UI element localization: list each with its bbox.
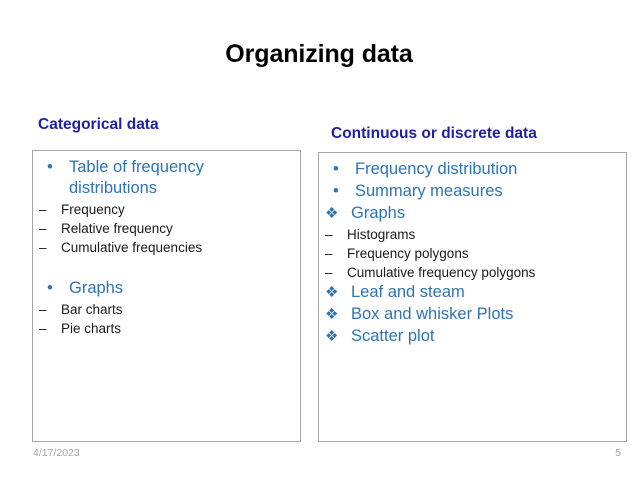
list-item-label: Frequency — [61, 202, 125, 217]
list-item: – Bar charts — [35, 300, 296, 319]
list-item: – Frequency polygons — [321, 244, 622, 263]
footer-date: 4/17/2023 — [33, 447, 80, 459]
list-spacer — [35, 257, 296, 278]
list-item-label: Leaf and steam — [351, 283, 465, 301]
list-item-label: Frequency distribution — [355, 160, 518, 178]
sub-bullet-list: – Bar charts – Pie charts — [35, 300, 296, 338]
list-item-label: Relative frequency — [61, 221, 173, 236]
dash-bullet-icon: – — [39, 321, 47, 336]
dash-bullet-icon: – — [39, 240, 47, 255]
list-item: – Frequency — [35, 200, 296, 219]
list-item: – Pie charts — [35, 319, 296, 338]
round-bullet-icon: • — [333, 182, 339, 200]
dash-bullet-icon: – — [325, 265, 333, 280]
list-item-label: Summary measures — [355, 182, 503, 200]
round-bullet-icon: • — [333, 160, 339, 178]
round-bullet-icon: • — [47, 158, 53, 176]
list-item-label: Bar charts — [61, 302, 123, 317]
list-item: • Frequency distribution — [321, 159, 622, 180]
list-item: ❖ Leaf and steam — [321, 282, 622, 303]
sub-bullet-list: – Frequency – Relative frequency – Cumul… — [35, 200, 296, 257]
list-item-label: Frequency polygons — [347, 246, 469, 261]
footer-page-number: 5 — [615, 447, 621, 459]
diamond-bullet-icon: ❖ — [325, 284, 339, 301]
list-item: – Cumulative frequency polygons — [321, 263, 622, 282]
list-item: • Summary measures — [321, 181, 622, 202]
bullet-list-categorical: • Table of frequency distributions – Fre… — [35, 157, 296, 338]
list-item-label: Cumulative frequencies — [61, 240, 203, 255]
list-item: ❖ Graphs — [321, 203, 622, 224]
column-header-categorical: Categorical data — [38, 116, 159, 133]
list-item-label: Table of frequency distributions — [69, 158, 204, 197]
bullet-list-continuous: • Frequency distribution • Summary measu… — [321, 159, 622, 347]
content-box-categorical: • Table of frequency distributions – Fre… — [32, 150, 301, 442]
list-item-label: Scatter plot — [351, 327, 435, 345]
dash-bullet-icon: – — [39, 202, 47, 217]
diamond-bullet-icon: ❖ — [325, 205, 339, 222]
list-item-label: Graphs — [69, 279, 124, 297]
dash-bullet-icon: – — [325, 227, 333, 242]
list-item: ❖ Scatter plot — [321, 326, 622, 347]
content-box-continuous: • Frequency distribution • Summary measu… — [318, 152, 627, 442]
list-item: – Cumulative frequencies — [35, 238, 296, 257]
list-item-label: Cumulative frequency polygons — [347, 265, 536, 280]
diamond-bullet-icon: ❖ — [325, 328, 339, 345]
column-header-continuous: Continuous or discrete data — [331, 125, 537, 142]
list-item: ❖ Box and whisker Plots — [321, 304, 622, 325]
diamond-bullet-icon: ❖ — [325, 306, 339, 323]
list-item-label: Graphs — [351, 204, 406, 222]
dash-bullet-icon: – — [39, 302, 47, 317]
list-item-label: Histograms — [347, 227, 416, 242]
list-item: • Table of frequency distributions — [35, 157, 296, 199]
sub-bullet-list: – Histograms – Frequency polygons – Cumu… — [321, 225, 622, 282]
list-item: – Histograms — [321, 225, 622, 244]
list-item: – Relative frequency — [35, 219, 296, 238]
dash-bullet-icon: – — [325, 246, 333, 261]
list-item-label: Pie charts — [61, 321, 122, 336]
list-item-label: Box and whisker Plots — [351, 305, 514, 323]
dash-bullet-icon: – — [39, 221, 47, 236]
list-item: • Graphs — [35, 278, 296, 299]
page-title: Organizing data — [225, 40, 413, 68]
round-bullet-icon: • — [47, 279, 53, 297]
